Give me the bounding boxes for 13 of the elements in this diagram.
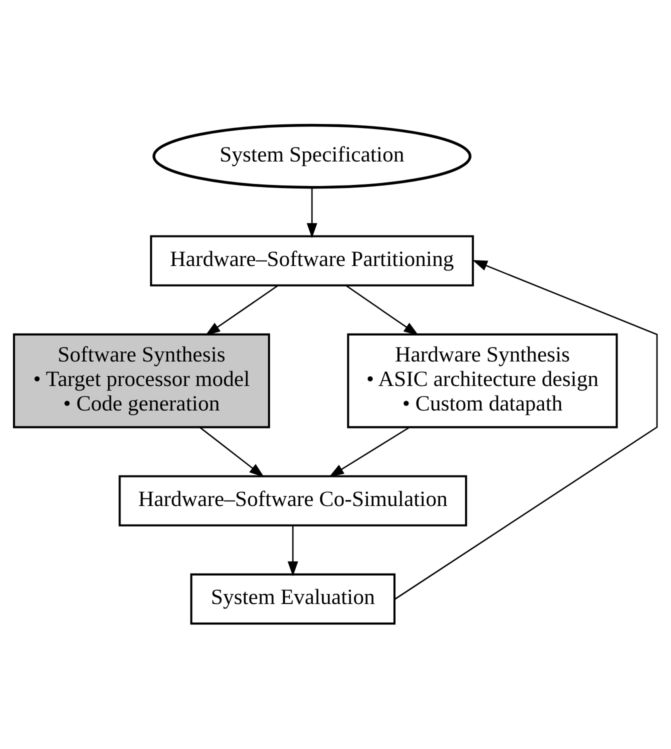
arrow bbox=[288, 526, 298, 576]
arrow bbox=[199, 426, 264, 478]
arrow bbox=[328, 426, 410, 478]
node-box: Hardware–Software Partitioning bbox=[150, 235, 474, 286]
arrow bbox=[394, 260, 658, 600]
node-box: Hardware–Software Co-Simulation bbox=[118, 475, 468, 526]
arrow bbox=[306, 188, 318, 238]
node-box: Software Synthesis • Target processor model • Code generation bbox=[12, 333, 270, 428]
node-box: Hardware Synthesis • ASIC architecture design • Custom datapath bbox=[347, 333, 618, 428]
node-box: System Evaluation bbox=[190, 573, 396, 625]
arrow bbox=[205, 285, 278, 336]
arrow bbox=[346, 285, 419, 336]
node-ellipse: System Specification bbox=[152, 124, 472, 189]
